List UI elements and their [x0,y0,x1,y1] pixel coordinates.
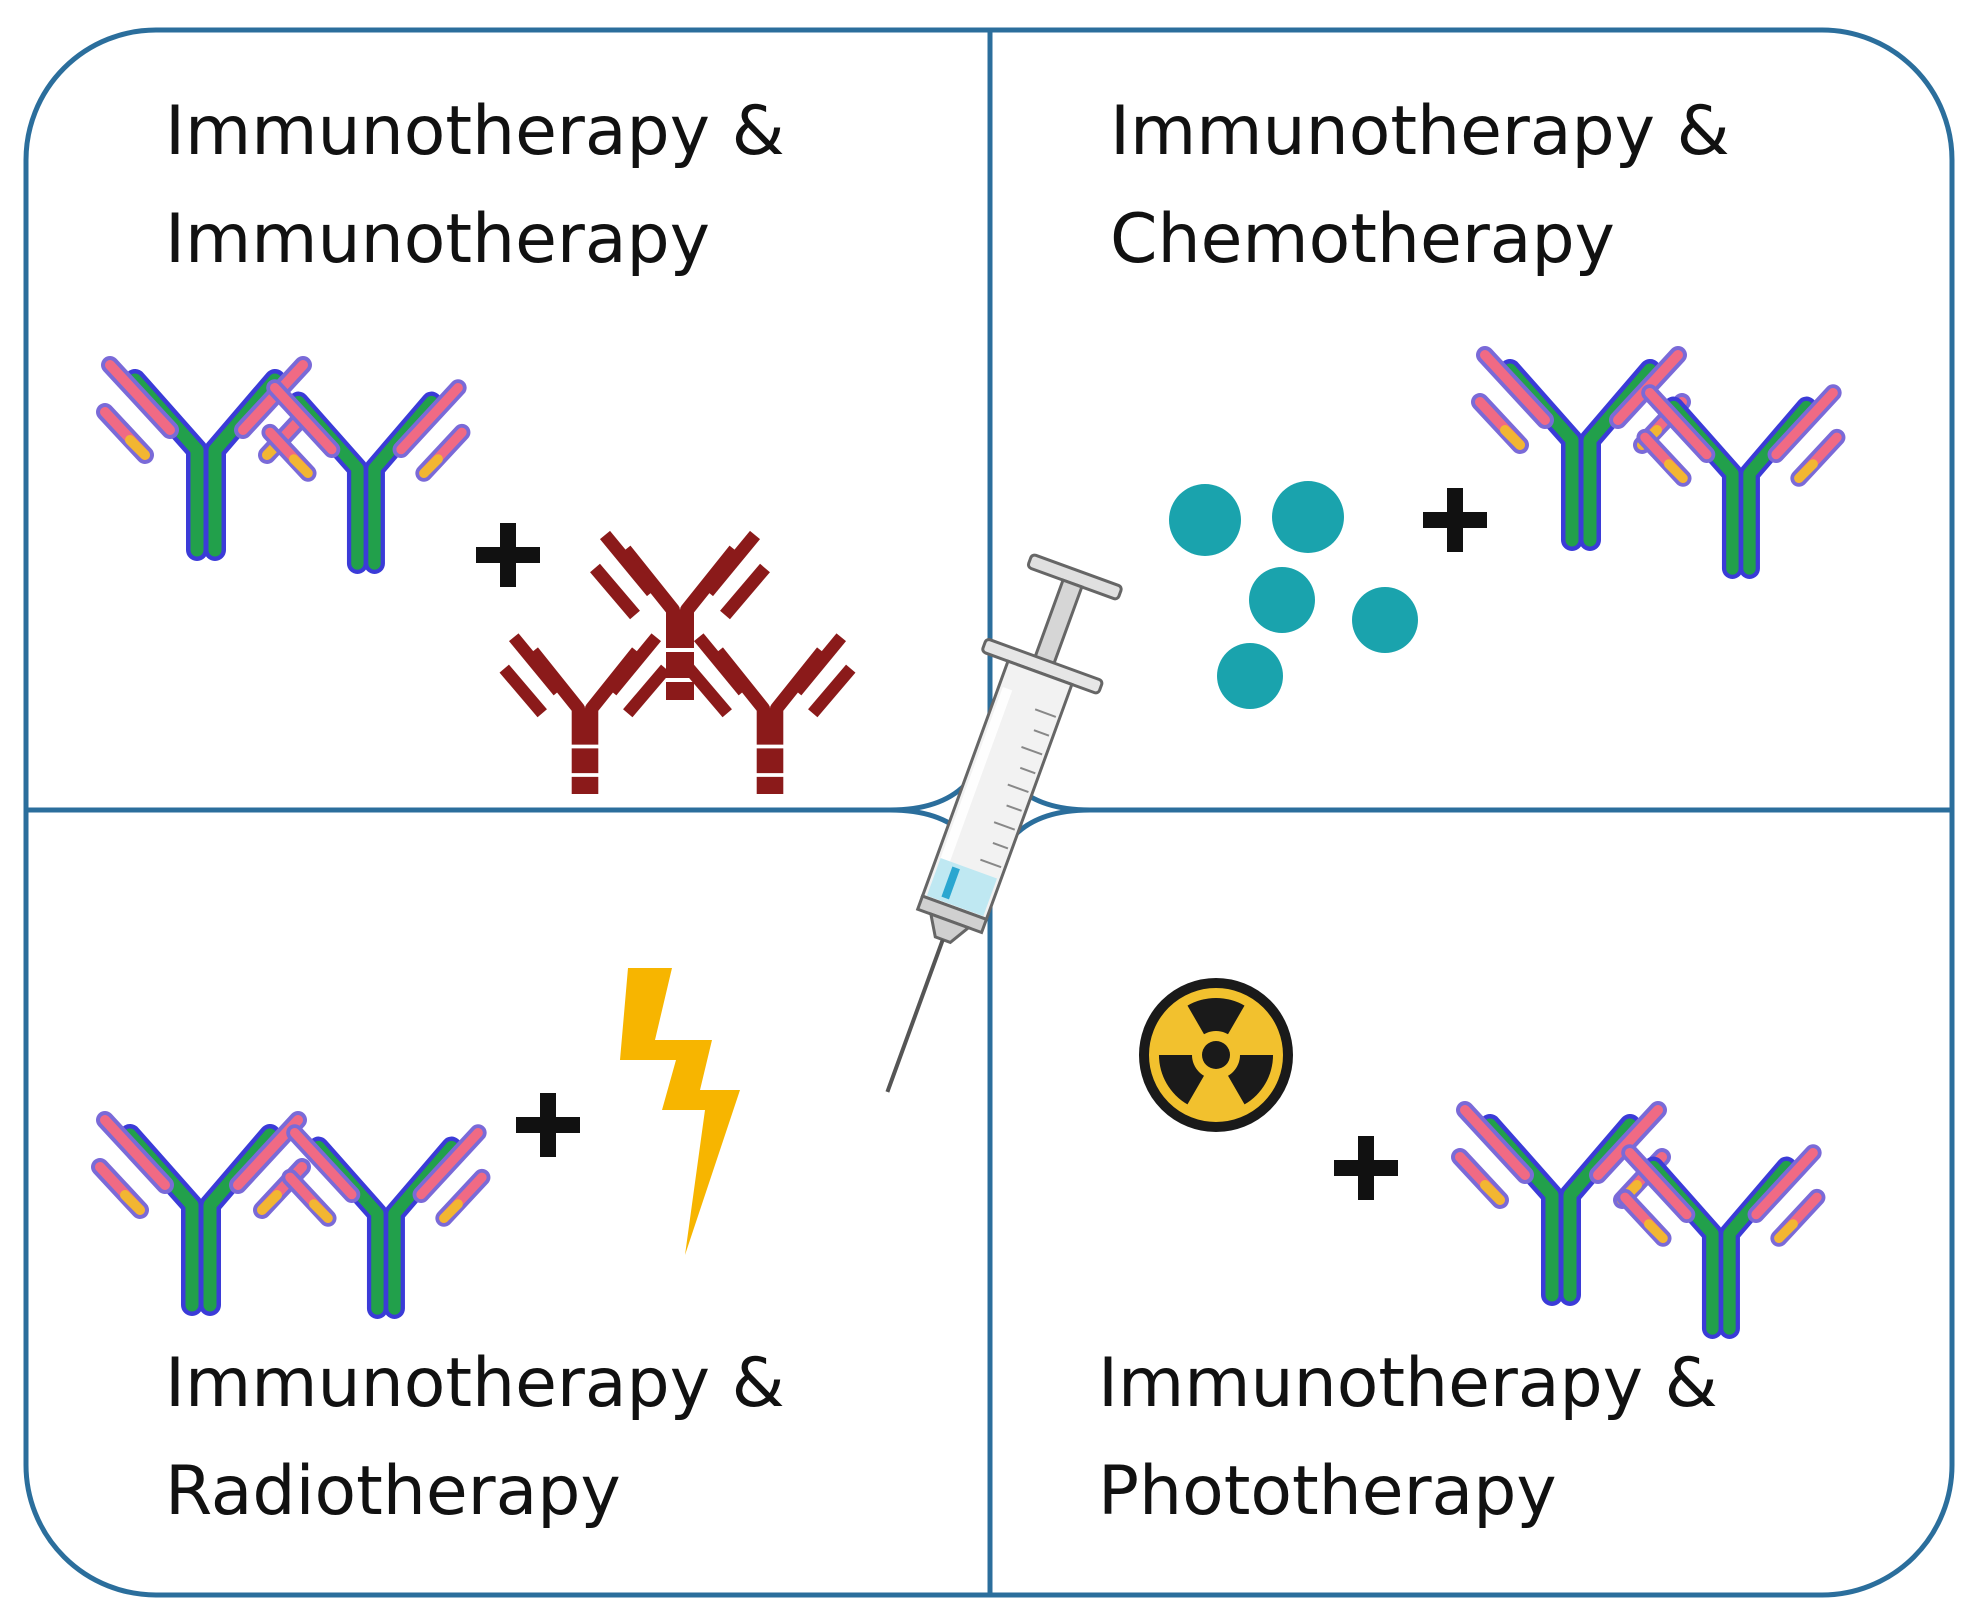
plus-bottom-right [1334,1136,1398,1200]
antibody-pair-top-right [1480,355,1837,569]
label-line-2: Chemotherapy [1110,200,1615,279]
label-line-1: Immunotherapy & [165,92,785,171]
lightning-icon [620,968,740,1255]
antibody-pair-bottom-left [100,1120,482,1309]
plus-top-right [1423,488,1487,552]
syringe-icon [885,553,1123,1093]
label-line-1: Immunotherapy & [165,1344,785,1423]
label-line-2: Immunotherapy [165,200,710,279]
chemo-particles [1169,481,1418,709]
plus-top-left [476,523,540,587]
label-line-2: Phototherapy [1098,1452,1557,1531]
label-line-1: Immunotherapy & [1098,1344,1718,1423]
antibody-pair-top-left [105,365,462,564]
dark-antibody-group [504,535,851,794]
label-line-2: Radiotherapy [165,1452,621,1531]
radiation-icon [1139,978,1293,1132]
label-line-1: Immunotherapy & [1110,92,1730,171]
label-immuno-chemo: Immunotherapy & Chemotherapy [1110,78,1730,294]
antibody-pair-bottom-right [1460,1110,1817,1329]
label-immuno-radio: Immunotherapy & Radiotherapy [165,1330,785,1546]
label-immuno-photo: Immunotherapy & Phototherapy [1098,1330,1718,1546]
plus-bottom-left [516,1093,580,1157]
label-immuno-immuno: Immunotherapy & Immunotherapy [165,78,785,294]
